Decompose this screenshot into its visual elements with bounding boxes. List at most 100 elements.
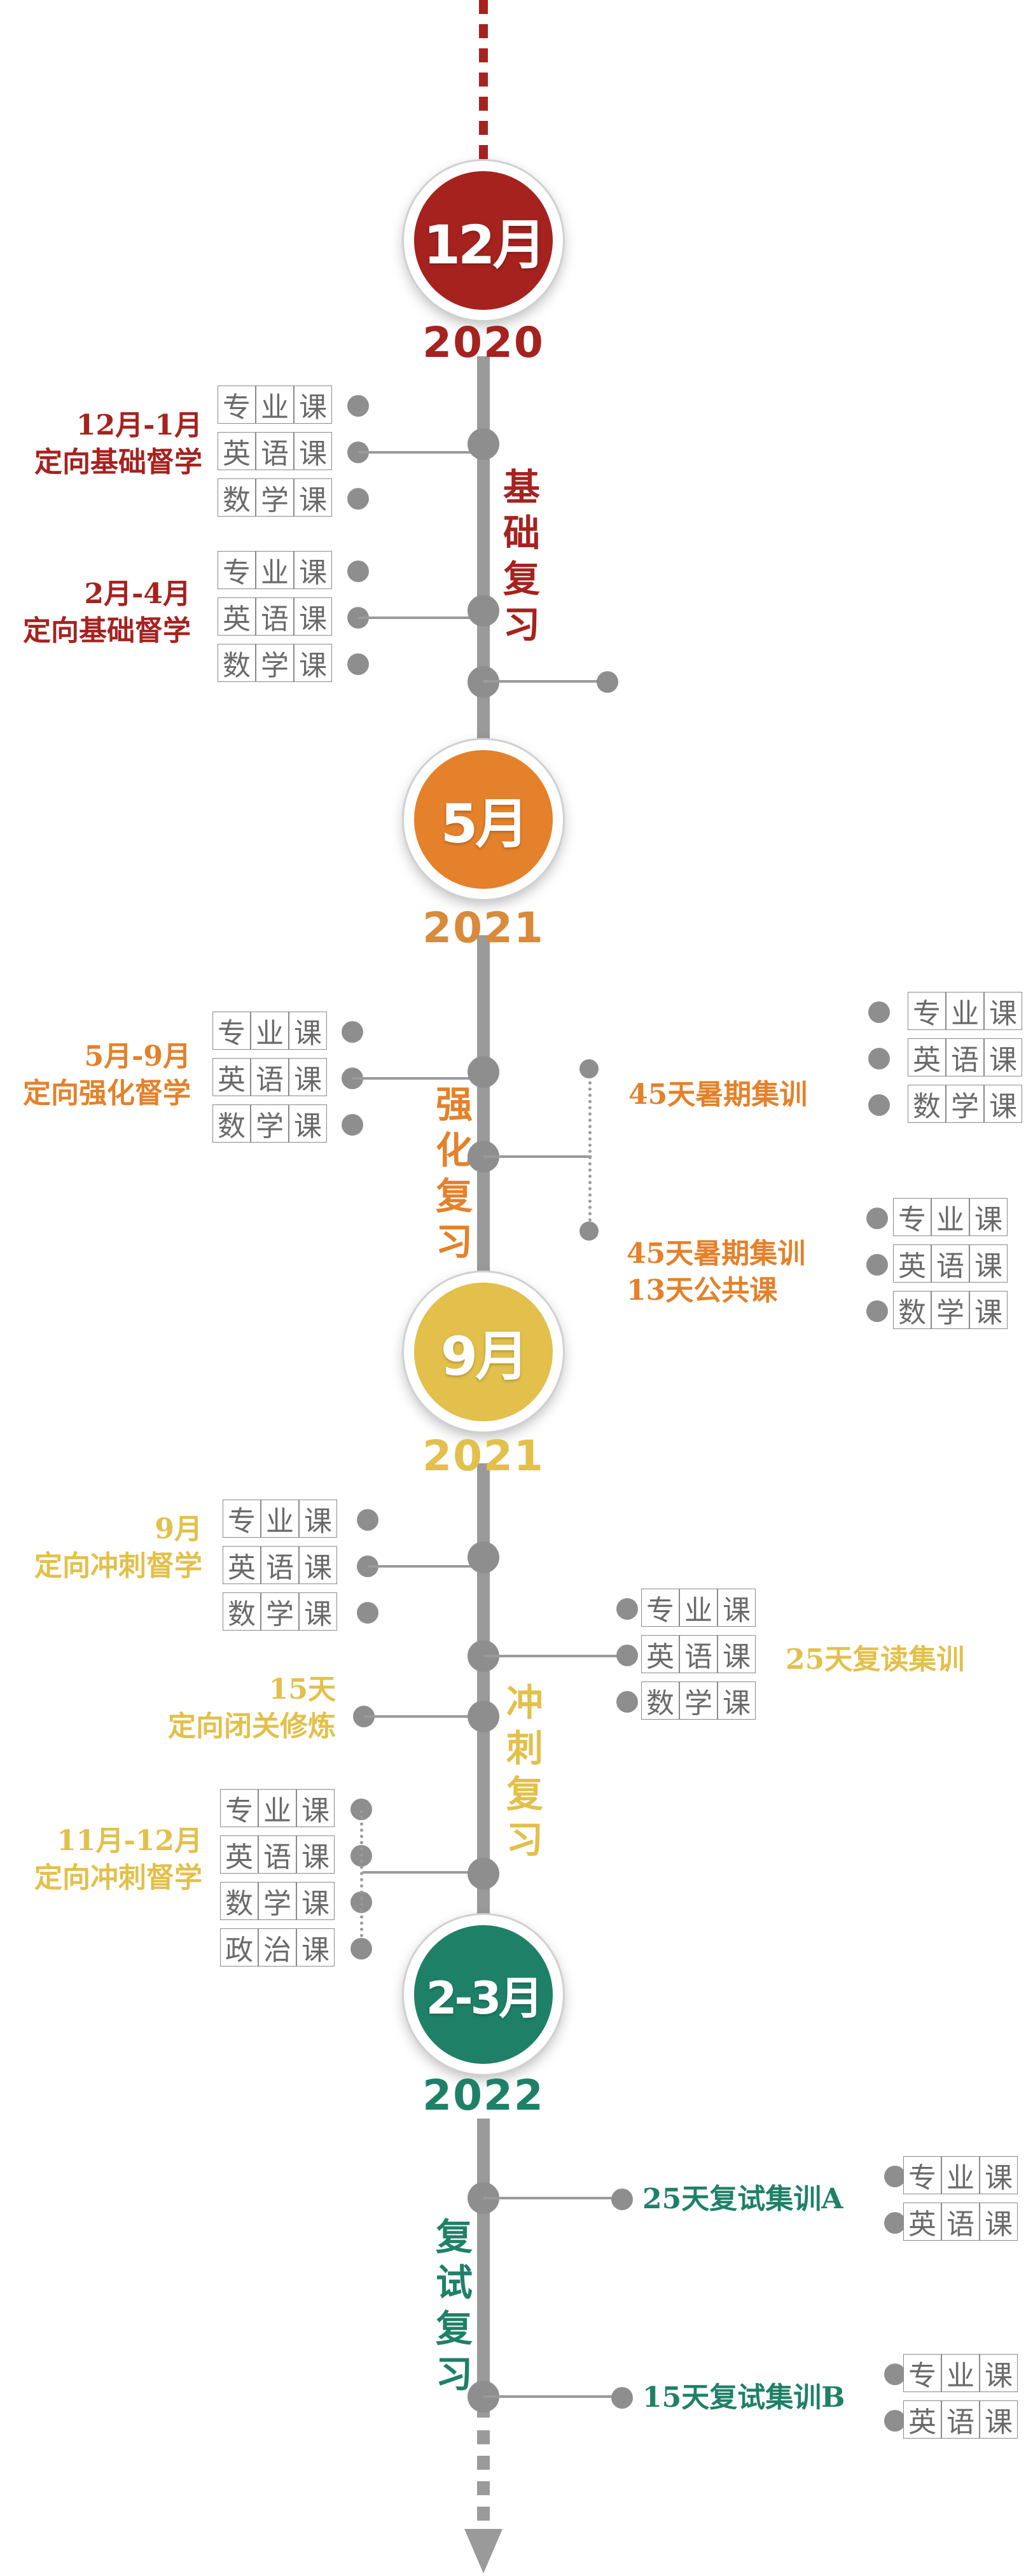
course-char: 数 xyxy=(893,1291,931,1329)
course-char: 学 xyxy=(251,1104,289,1143)
course-char: 课 xyxy=(294,386,332,424)
phase-char: 冲 xyxy=(506,1681,543,1724)
branch-dot xyxy=(597,671,618,693)
connector-line xyxy=(352,1077,483,1080)
phase-char: 化 xyxy=(435,1129,473,1172)
course-char: 语 xyxy=(256,432,294,470)
timeline-node xyxy=(468,595,499,627)
basic-2-label: 2月-4月 定向基础督学 xyxy=(23,576,191,650)
connector-line xyxy=(483,2197,623,2199)
label-line: 12月-1月 xyxy=(76,409,202,442)
course-math: 数学课 xyxy=(908,1085,1022,1124)
label-line: 定向强化督学 xyxy=(23,1077,191,1110)
course-char: 专 xyxy=(641,1589,679,1627)
course-char: 语 xyxy=(941,2203,980,2241)
course-dot xyxy=(347,395,369,417)
course-char: 语 xyxy=(251,1058,289,1096)
phase-char: 习 xyxy=(506,1818,543,1862)
phase-char: 复 xyxy=(435,2215,473,2259)
sprint-2-label: 11月-12月 定向冲刺督学 xyxy=(34,1823,202,1897)
timeline-node xyxy=(468,428,499,460)
phase-char: 复 xyxy=(503,557,540,601)
course-char: 课 xyxy=(980,2203,1018,2241)
course-dot xyxy=(884,2364,906,2385)
course-char: 课 xyxy=(294,478,332,517)
course-english: 英语课 xyxy=(641,1635,756,1674)
phase-char: 础 xyxy=(503,512,540,555)
milestone-sep-2021: 9月 xyxy=(404,1272,563,1431)
course-english: 英语课 xyxy=(220,1835,335,1875)
course-english: 英语课 xyxy=(903,2203,1018,2242)
timeline-node xyxy=(468,1701,499,1732)
course-char: 专 xyxy=(893,1198,931,1236)
connector-line xyxy=(368,1565,483,1568)
course-char: 学 xyxy=(931,1291,969,1329)
course-math: 数学课 xyxy=(218,644,332,683)
course-char: 英 xyxy=(903,2203,941,2241)
course-dot xyxy=(868,1001,890,1023)
course-dot xyxy=(866,1208,888,1229)
label-line: 15天 xyxy=(268,1673,336,1706)
connector-line xyxy=(364,1715,483,1718)
connector-line xyxy=(483,680,607,683)
course-char: 专 xyxy=(903,2156,941,2194)
course-dot xyxy=(350,1938,372,1960)
course-dot xyxy=(342,1021,363,1043)
label-line: 45天暑期集训 xyxy=(628,1078,808,1111)
course-char: 语 xyxy=(931,1244,969,1283)
milestone-dec-2020: 12月 xyxy=(404,161,563,320)
course-math: 数学课 xyxy=(220,1882,335,1921)
course-char: 专 xyxy=(903,2354,941,2392)
course-char: 课 xyxy=(289,1104,327,1143)
basic-1-label: 12月-1月 定向基础督学 xyxy=(34,407,202,481)
course-char: 课 xyxy=(984,1085,1022,1123)
course-char: 课 xyxy=(294,597,332,636)
label-line: 15天复试集训B xyxy=(642,2381,845,2414)
phase-char: 复 xyxy=(506,1772,543,1816)
connector-line xyxy=(358,616,483,619)
course-major: 专业课 xyxy=(903,2354,1018,2393)
label-line: 定向基础督学 xyxy=(23,615,191,647)
summer-camp-label: 45天暑期集训 xyxy=(628,1076,807,1113)
milestone-may-2021: 5月 xyxy=(404,740,563,899)
course-english: 英语课 xyxy=(903,2400,1018,2440)
course-dot xyxy=(884,2410,906,2432)
sprint-1-label: 9月 定向冲刺督学 xyxy=(34,1511,202,1585)
course-dot xyxy=(347,488,369,510)
course-char: 课 xyxy=(296,1835,335,1874)
phase-retest-review: 复 试 复 习 xyxy=(429,2214,480,2397)
course-english: 英语课 xyxy=(218,597,332,637)
course-dot xyxy=(616,1645,638,1666)
course-char: 英 xyxy=(220,1835,258,1874)
label-line: 定向冲刺督学 xyxy=(34,1550,202,1582)
phase-char: 习 xyxy=(503,603,540,646)
label-line: 25天复试集训A xyxy=(642,2183,843,2215)
course-char: 业 xyxy=(258,1789,296,1827)
course-char: 课 xyxy=(299,1500,337,1538)
year-2020: 2020 xyxy=(422,318,544,367)
course-char: 学 xyxy=(261,1592,299,1631)
course-char: 课 xyxy=(969,1198,1008,1236)
course-char: 语 xyxy=(258,1835,296,1874)
label-line: 5月-9月 xyxy=(84,1040,191,1073)
course-char: 课 xyxy=(294,432,332,470)
course-char: 数 xyxy=(218,644,256,682)
phase-char: 强 xyxy=(435,1083,473,1126)
course-english: 英语课 xyxy=(218,432,332,471)
phase-char: 刺 xyxy=(506,1727,543,1770)
course-major: 专业课 xyxy=(893,1198,1008,1237)
course-char: 课 xyxy=(969,1244,1008,1283)
course-char: 业 xyxy=(941,2354,980,2392)
course-char: 课 xyxy=(980,2400,1018,2439)
course-char: 专 xyxy=(220,1789,258,1827)
course-char: 课 xyxy=(289,1058,327,1096)
course-dot xyxy=(342,1114,363,1136)
course-major: 专业课 xyxy=(903,2156,1018,2196)
course-char: 业 xyxy=(679,1589,718,1627)
course-math: 数学课 xyxy=(223,1592,337,1632)
course-dot xyxy=(347,653,369,675)
course-char: 课 xyxy=(294,551,332,589)
course-char: 学 xyxy=(256,644,294,682)
course-char: 业 xyxy=(946,992,984,1030)
course-char: 学 xyxy=(258,1882,296,1920)
